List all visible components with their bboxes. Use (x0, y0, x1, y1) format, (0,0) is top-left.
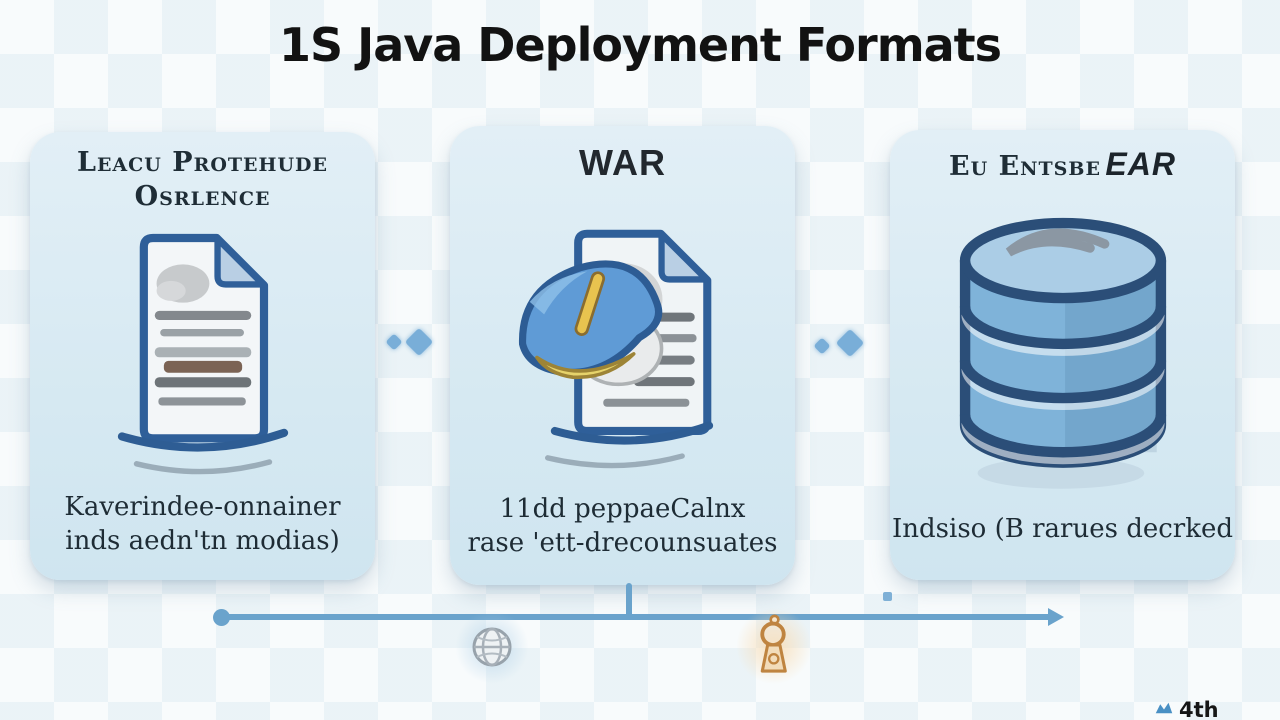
diamond-icon (813, 337, 831, 355)
card-war-description: 11dd peppaeCalnx rase 'ett-drecounsuates (450, 492, 795, 561)
card-jar-description: Kaverindee-onnainer inds aedn'tn modias) (30, 490, 375, 559)
flow-vertical-connector (626, 583, 632, 617)
card-ear-header-prefix: Eu Entsbe (949, 151, 1101, 182)
card-ear-header: Eu Entsbe EAR (890, 144, 1235, 184)
database-stack-icon (938, 198, 1188, 499)
card-war-header: WAR (450, 140, 795, 185)
card-ear-description: Indsiso (B rarues decrked (890, 512, 1235, 546)
document-hat-icon (497, 214, 749, 479)
award-icon (750, 612, 796, 683)
card-jar-desc-line1: Kaverindee-onnainer (64, 492, 341, 522)
card-jar-header-line2: Osrlence (134, 180, 271, 212)
diamond-icon (835, 328, 865, 358)
watermark-text: 4th (1179, 698, 1219, 720)
flow-start-dot (213, 609, 230, 626)
globe-icon (469, 624, 515, 675)
connector-stub (883, 592, 892, 601)
card-jar-format: Leacu Protehude Osrlence Kaverindee-onna… (30, 132, 375, 580)
logo-icon (1155, 701, 1173, 720)
card-war-title: WAR (579, 142, 666, 183)
card-ear-format: Eu Entsbe EAR Indsiso (B rarues decrked (890, 130, 1235, 580)
document-icon (103, 218, 303, 487)
page-title: 1S Java Deployment Formats (278, 18, 1002, 72)
card-ear-title: EAR (1105, 146, 1176, 182)
arrow-right-icon (1048, 608, 1064, 626)
card-jar-header-line1: Leacu Protehude (76, 147, 329, 178)
flow-connector-line (222, 614, 1052, 620)
diamond-icon (404, 327, 434, 357)
card-war-desc-line1: 11dd peppaeCalnx (499, 494, 746, 524)
card-jar-desc-line2: inds aedn'tn modias) (65, 526, 340, 557)
card-war-desc-line2: rase 'ett-drecounsuates (467, 528, 778, 559)
watermark: 4th (1155, 698, 1219, 720)
card-jar-header: Leacu Protehude Osrlence (30, 146, 375, 214)
card-war-format: WAR 11dd peppaeC (450, 126, 795, 585)
diamond-icon (385, 333, 403, 351)
card-ear-desc-line1: Indsiso (B rarues decrked (892, 514, 1233, 544)
